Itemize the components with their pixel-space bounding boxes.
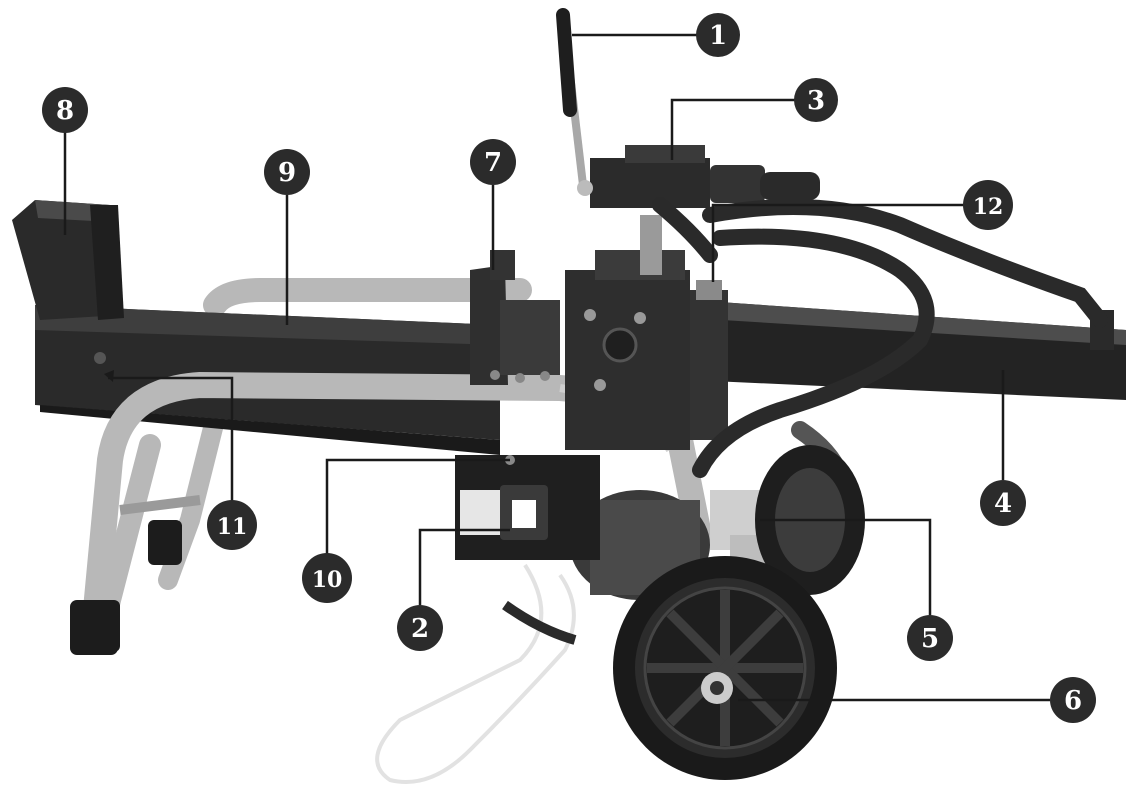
callout-1-label: 1 <box>709 21 727 51</box>
control-valve <box>590 145 820 275</box>
leader-3 <box>670 98 800 160</box>
callout-10-label: 10 <box>312 567 343 593</box>
power-cord <box>375 563 576 784</box>
callout-2: 2 <box>397 605 443 651</box>
callout-11-label: 11 <box>217 514 248 540</box>
callout-2-label: 2 <box>411 614 429 644</box>
rear-foot-right <box>148 520 182 565</box>
leader-11-arrowhead <box>104 370 114 382</box>
callout-12-label: 12 <box>973 194 1004 220</box>
callout-12: 12 <box>963 180 1013 230</box>
leader-11 <box>108 376 234 510</box>
leader-2 <box>418 528 510 605</box>
callout-9: 9 <box>264 149 310 195</box>
callout-5-label: 5 <box>921 624 939 654</box>
leader-10 <box>325 458 510 560</box>
callout-3-label: 3 <box>807 86 825 116</box>
leader-12 <box>711 203 970 282</box>
callout-10: 10 <box>302 553 352 603</box>
callout-7: 7 <box>470 139 516 185</box>
callout-9-label: 9 <box>278 158 296 188</box>
cylinder-housing <box>565 250 690 450</box>
callout-7-label: 7 <box>484 148 502 178</box>
front-foot <box>70 600 118 655</box>
callout-4-label: 4 <box>994 489 1012 519</box>
oil-tank-tube <box>690 280 728 440</box>
callout-6-label: 6 <box>1064 686 1082 716</box>
cord-strap <box>502 600 577 645</box>
front-wheel <box>613 556 837 780</box>
callout-8: 8 <box>42 87 88 133</box>
callout-5: 5 <box>907 615 953 661</box>
callout-4: 4 <box>980 480 1026 526</box>
callout-11: 11 <box>207 500 257 550</box>
callout-6: 6 <box>1050 677 1096 723</box>
hydraulic-hoses <box>652 197 1108 478</box>
callout-3: 3 <box>794 78 838 122</box>
valve-lever <box>556 8 593 196</box>
leader-5 <box>760 518 932 615</box>
callout-1: 1 <box>696 13 740 57</box>
leader-lines <box>63 33 1050 702</box>
wedge <box>12 200 124 320</box>
callout-8-label: 8 <box>56 96 74 126</box>
rear-carry-handle <box>203 278 532 317</box>
push-plate <box>470 250 560 385</box>
switch-box <box>455 455 600 560</box>
